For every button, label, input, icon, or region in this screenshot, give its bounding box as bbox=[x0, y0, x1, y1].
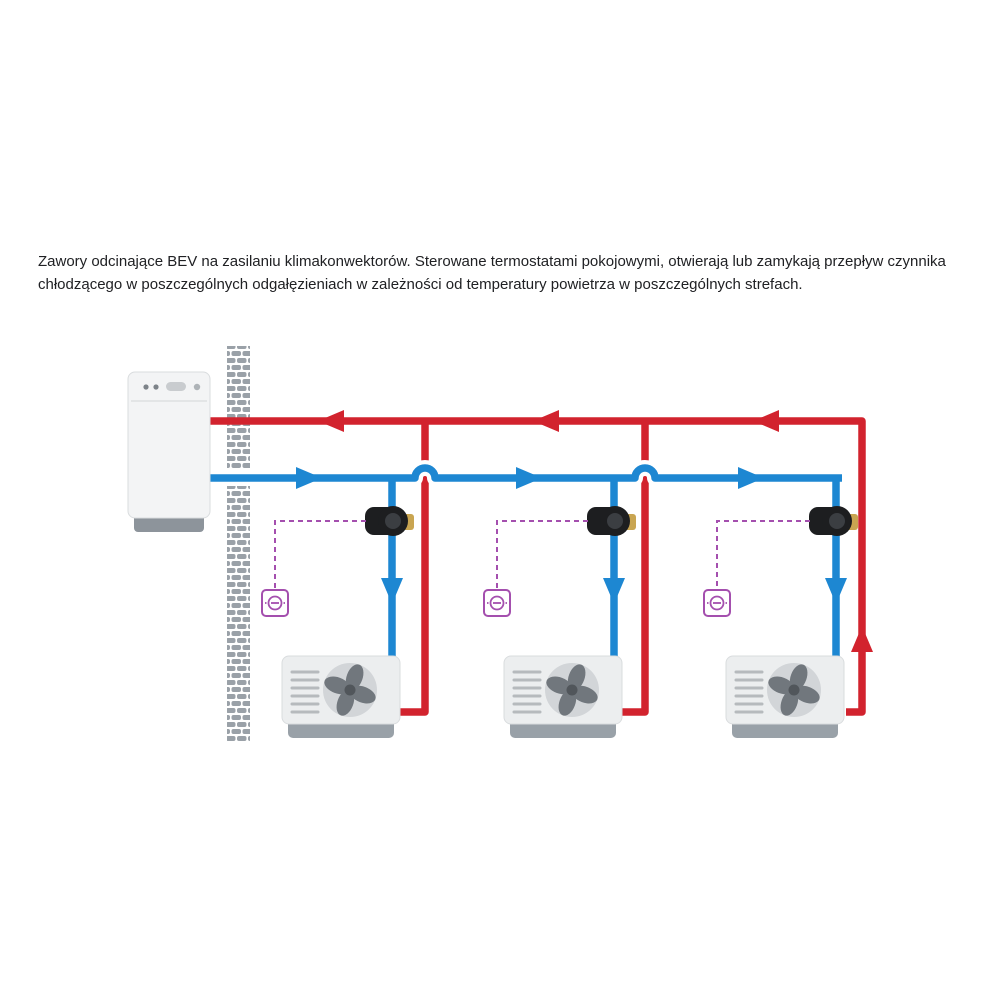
thermostat-dial-icon bbox=[709, 595, 725, 611]
thermostat-dial-icon bbox=[267, 595, 283, 611]
thermostat-3 bbox=[703, 589, 731, 617]
blue-flow-arrow-right-2 bbox=[516, 467, 542, 489]
return-pipe-red bbox=[205, 410, 873, 716]
heat-pump-unit bbox=[127, 371, 211, 532]
thermostat-dial-icon bbox=[489, 595, 505, 611]
blue-flow-arrow-right-3 bbox=[738, 467, 764, 489]
thermostat-2 bbox=[483, 589, 511, 617]
fan-coil-unit-2 bbox=[503, 655, 623, 738]
fan-grille bbox=[290, 670, 320, 714]
control-wire-3 bbox=[716, 520, 810, 588]
fan-blades-icon bbox=[546, 664, 598, 716]
red-flow-arrow-left-1 bbox=[318, 410, 344, 432]
fan-grille bbox=[734, 670, 764, 714]
blue-flow-arrow-right-1 bbox=[296, 467, 322, 489]
pump-display bbox=[143, 382, 201, 391]
bev-valve-1 bbox=[365, 506, 414, 536]
fan-blades-icon bbox=[768, 664, 820, 716]
fan-coil-unit-3 bbox=[725, 655, 845, 738]
description-text: Zawory odcinające BEV na zasilaniu klima… bbox=[38, 253, 946, 294]
supply-pipe-blue bbox=[205, 460, 847, 658]
blue-flow-arrow-down-3 bbox=[825, 578, 847, 604]
fan-grille bbox=[512, 670, 542, 714]
red-flow-arrow-left-2 bbox=[533, 410, 559, 432]
bev-valve-2 bbox=[587, 506, 636, 536]
blue-flow-arrow-down-1 bbox=[381, 578, 403, 604]
control-wire-1 bbox=[274, 520, 366, 588]
fan-coil-unit-1 bbox=[281, 655, 401, 738]
blue-flow-arrow-down-2 bbox=[603, 578, 625, 604]
control-wire-2 bbox=[496, 520, 588, 588]
wall bbox=[227, 346, 250, 742]
red-flow-arrow-up bbox=[851, 626, 873, 652]
fan-blades-icon bbox=[324, 664, 376, 716]
thermostat-1 bbox=[261, 589, 289, 617]
red-flow-arrow-left-3 bbox=[753, 410, 779, 432]
bev-valve-3 bbox=[809, 506, 858, 536]
